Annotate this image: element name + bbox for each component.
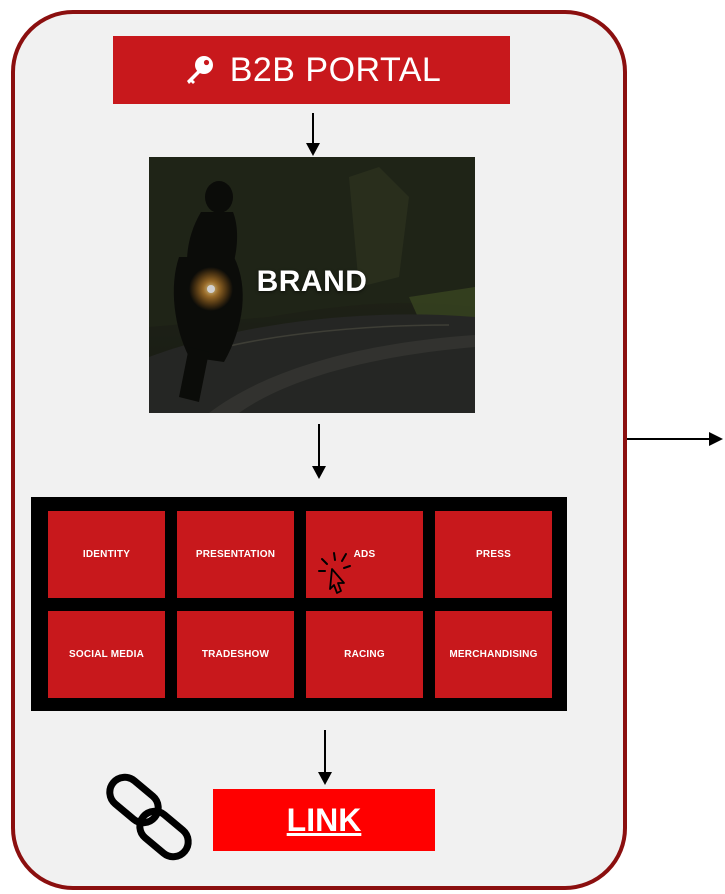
category-grid: IDENTITY PRESENTATION ADS PRESS SOCIAL M… bbox=[31, 497, 567, 711]
tile-label: SOCIAL MEDIA bbox=[69, 649, 144, 660]
tile-presentation[interactable]: PRESENTATION bbox=[177, 511, 294, 598]
arrow-down-icon bbox=[312, 424, 326, 479]
cursor-click-icon bbox=[318, 552, 351, 594]
arrow-right-icon bbox=[627, 432, 723, 446]
key-icon bbox=[186, 56, 213, 84]
tile-label: MERCHANDISING bbox=[449, 649, 538, 660]
b2b-portal-button[interactable]: B2B PORTAL bbox=[113, 36, 510, 104]
brand-image-card[interactable]: BRAND bbox=[149, 157, 475, 413]
motorcycle-photo bbox=[149, 157, 475, 413]
tile-racing[interactable]: RACING bbox=[306, 611, 423, 698]
b2b-portal-label: B2B PORTAL bbox=[229, 50, 442, 89]
chain-link-icon bbox=[106, 773, 192, 861]
tile-ads[interactable]: ADS bbox=[306, 511, 423, 598]
tile-label: ADS bbox=[353, 549, 376, 560]
tile-social-media[interactable]: SOCIAL MEDIA bbox=[48, 611, 165, 698]
tile-label: PRESS bbox=[476, 549, 511, 560]
tile-label: PRESENTATION bbox=[195, 549, 276, 560]
tile-identity[interactable]: IDENTITY bbox=[48, 511, 165, 598]
arrow-down-icon bbox=[318, 730, 332, 785]
brand-label: BRAND bbox=[256, 265, 368, 298]
tile-press[interactable]: PRESS bbox=[435, 511, 552, 598]
tile-label: TRADESHOW bbox=[201, 649, 270, 660]
link-label: LINK bbox=[286, 801, 362, 838]
tile-merchandising[interactable]: MERCHANDISING bbox=[435, 611, 552, 698]
tile-label: IDENTITY bbox=[82, 549, 131, 560]
tile-label: RACING bbox=[344, 649, 385, 660]
arrow-down-icon bbox=[306, 113, 320, 156]
tile-tradeshow[interactable]: TRADESHOW bbox=[177, 611, 294, 698]
link-button[interactable]: LINK bbox=[213, 789, 435, 851]
